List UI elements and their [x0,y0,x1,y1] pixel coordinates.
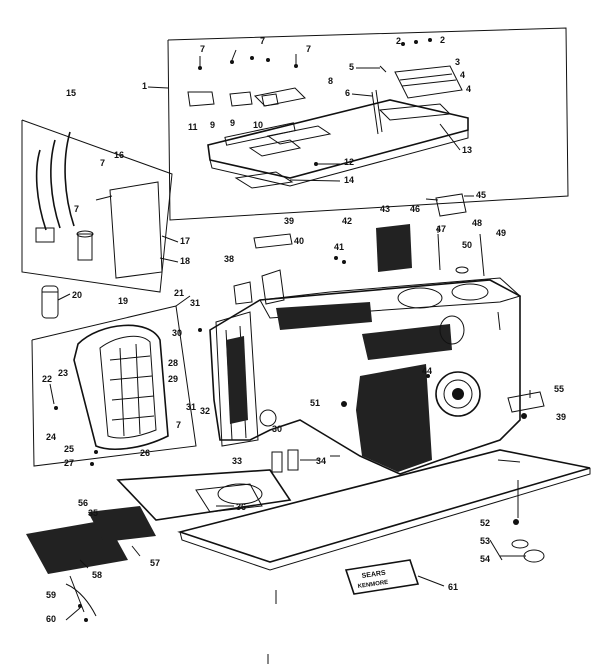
callout-7: 7 [100,158,105,168]
callout-16: 16 [114,150,124,160]
callout-33: 33 [232,456,242,466]
callout-1: 1 [142,81,147,91]
callout-7: 7 [306,44,311,54]
callout-45: 45 [476,190,486,200]
callout-2: 2 [396,36,401,46]
bed-plate-assembly [187,38,469,189]
machine-head [209,277,521,475]
callout-23: 23 [58,368,68,378]
front-cover-inset-box [31,305,197,467]
callout-58: 58 [92,570,102,580]
cabinet-base-plate [116,449,591,571]
nameplate-brand: SEARS [361,570,386,580]
callout-44: 44 [422,366,432,376]
callout-7: 7 [200,44,205,54]
callout-48: 48 [472,218,482,228]
callout-38: 38 [224,254,234,264]
callout-56: 56 [78,498,88,508]
callout-2: 2 [440,35,445,45]
callout-11: 11 [188,122,198,132]
callout-22: 22 [42,374,52,384]
slide-plates [26,506,156,622]
callout-43: 43 [380,204,390,214]
callout-9: 9 [230,118,235,128]
callout-19: 19 [118,296,128,306]
bed-plate-group-box [167,27,569,221]
bobbin-case-part [41,285,59,319]
callout-28: 28 [168,358,178,368]
callout-15: 15 [66,88,76,98]
right-small-parts [500,391,545,563]
callout-60: 60 [46,614,56,624]
callout-24: 24 [46,432,56,442]
callout-13: 13 [462,145,472,155]
callout-42: 42 [342,216,352,226]
callout-12: 12 [344,157,354,167]
callout-41: 41 [334,242,344,252]
callout-61: 61 [448,582,458,592]
callout-30: 30 [272,424,282,434]
callout-18: 18 [180,256,190,266]
callout-49: 49 [496,228,506,238]
callout-21: 21 [174,288,184,298]
callout-7: 7 [260,36,265,46]
callout-7: 7 [74,204,79,214]
callout-34: 34 [316,456,326,466]
callout-51: 51 [310,398,320,408]
callout-10: 10 [253,120,263,130]
callout-46: 46 [410,204,420,214]
callout-6: 6 [345,88,350,98]
callout-labels: 1 2 3 4 5 6 7 8 9 10 11 12 13 14 15 16 1… [42,35,566,624]
callout-39: 39 [556,412,566,422]
thread-guide-parts [198,193,485,407]
callout-7: 7 [176,420,181,430]
nameplate: SEARS KENMORE [344,559,420,595]
callout-36: 36 [236,502,246,512]
callout-3: 3 [455,57,460,67]
callout-27: 27 [64,458,74,468]
callout-57: 57 [150,558,160,568]
callout-17: 17 [180,236,190,246]
callout-26: 26 [140,448,150,458]
accessory-inset-box [21,119,173,293]
callout-14: 14 [344,175,354,185]
callout-31: 31 [186,402,196,412]
callout-59: 59 [46,590,56,600]
callout-31: 31 [190,298,200,308]
callout-39: 39 [284,216,294,226]
callout-50: 50 [462,240,472,250]
callout-9: 9 [210,120,215,130]
callout-5: 5 [349,62,354,72]
callout-4: 4 [466,84,471,94]
callout-40: 40 [294,236,304,246]
callout-55: 55 [554,384,564,394]
callout-54: 54 [480,554,490,564]
leader-lines [49,49,531,664]
callout-4: 4 [460,70,465,80]
callout-52: 52 [480,518,490,528]
callout-29: 29 [168,374,178,384]
callout-35: 35 [88,508,98,518]
callout-47: 47 [436,224,446,234]
callout-30: 30 [172,328,182,338]
callout-8: 8 [328,76,333,86]
callout-53: 53 [480,536,490,546]
callout-20: 20 [72,290,82,300]
callout-25: 25 [64,444,74,454]
nameplate-model: KENMORE [357,580,388,590]
callout-32: 32 [200,406,210,416]
